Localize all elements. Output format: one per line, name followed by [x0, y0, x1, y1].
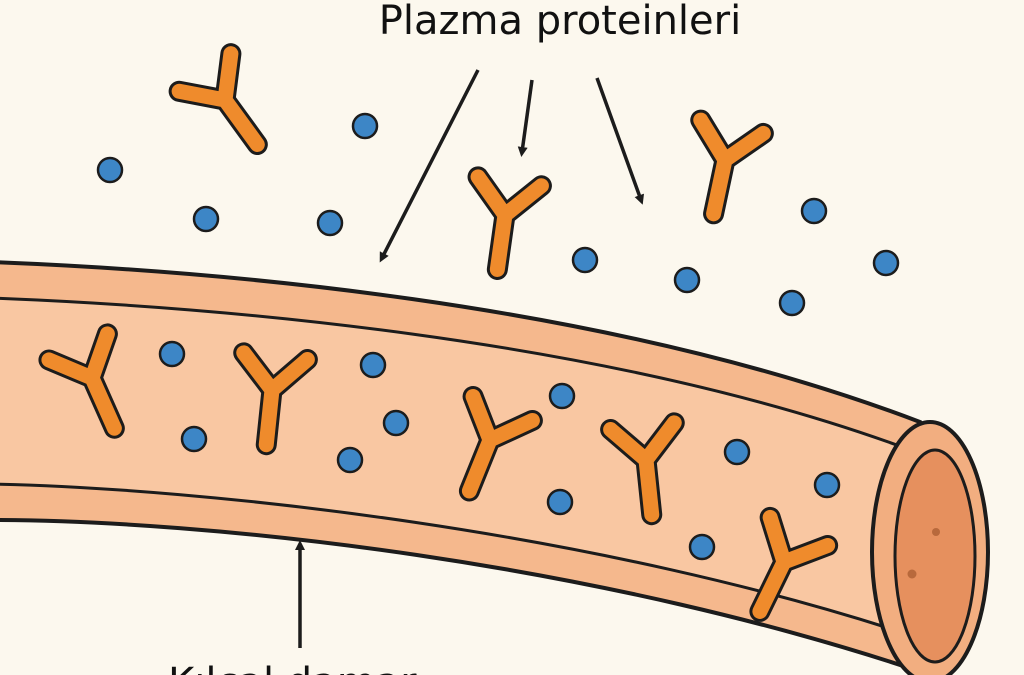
protein-dot-icon: [158, 340, 186, 368]
protein-dot-icon: [192, 205, 220, 233]
protein-dots-inside: [158, 340, 841, 561]
protein-dot-icon: [872, 249, 900, 277]
protein-dot-icon: [382, 409, 410, 437]
protein-dot-icon: [688, 533, 716, 561]
protein-dot-icon: [180, 425, 208, 453]
title-label: Plazma proteinleri: [379, 0, 741, 44]
protein-dot-icon: [316, 209, 344, 237]
protein-dot-icon: [723, 438, 751, 466]
protein-dot-icon: [813, 471, 841, 499]
protein-dot-icon: [800, 197, 828, 225]
vessel-opening: [893, 448, 977, 664]
vessel-inner-band: [0, 296, 927, 643]
protein-dot-icon: [96, 156, 124, 184]
protein-dots-outside: [96, 112, 900, 317]
antibody-icon: [466, 177, 542, 274]
antibody-icon: [682, 120, 763, 220]
protein-dot-icon: [546, 488, 574, 516]
protein-dot-icon: [359, 351, 387, 379]
pointer-arrow-2: [517, 79, 534, 157]
protein-dot-icon: [548, 382, 576, 410]
protein-dot-icon: [778, 289, 806, 317]
vessel-lumen-spot: [932, 528, 940, 536]
pointer-arrow-1: [379, 69, 480, 263]
vessel-lumen-spot: [907, 569, 917, 579]
vessel-label: Kılcal damar: [168, 660, 417, 675]
pointer-arrow-3: [595, 77, 645, 205]
protein-dot-icon: [571, 246, 599, 274]
protein-dot-icon: [351, 112, 379, 140]
antibody-icon: [179, 54, 283, 164]
protein-dot-icon: [673, 266, 701, 294]
protein-dot-icon: [336, 446, 364, 474]
